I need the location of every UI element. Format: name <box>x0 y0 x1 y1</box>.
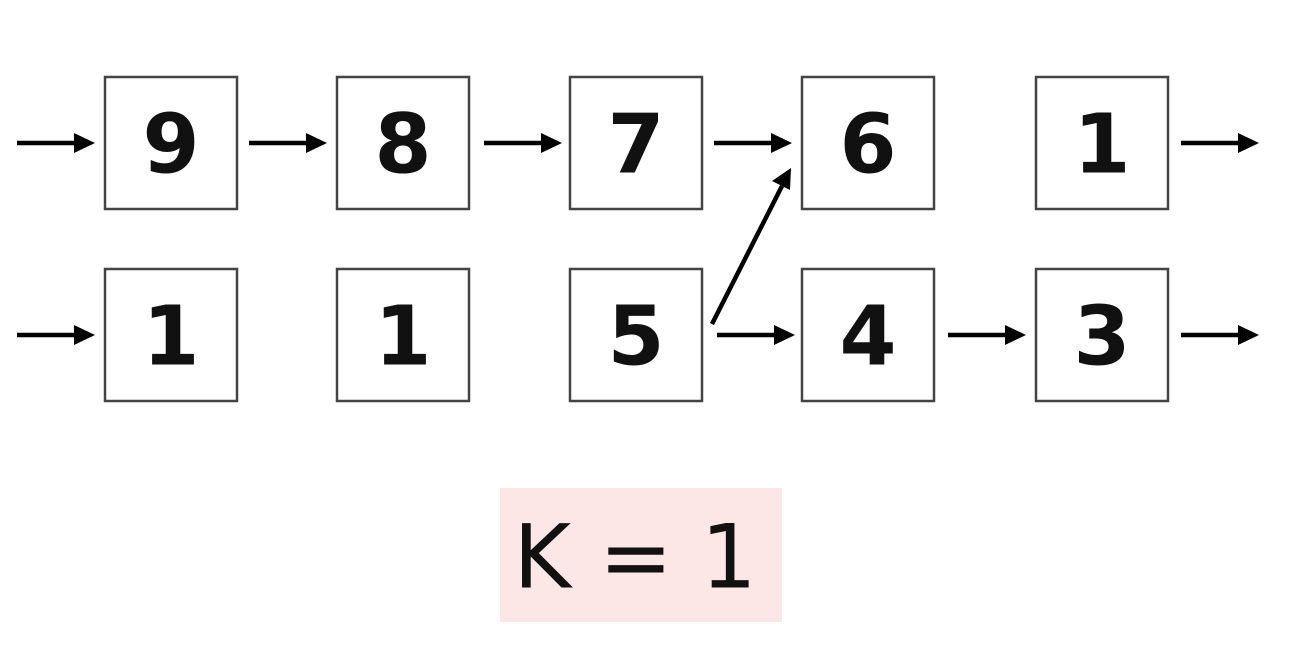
bottom-node-2: 1 <box>335 267 471 403</box>
top-node-5-label: 1 <box>1073 98 1130 193</box>
top-node-2-label: 8 <box>374 98 431 193</box>
top-node-3-label: 7 <box>607 98 664 193</box>
top-node-5: 1 <box>1034 75 1170 211</box>
bottom-node-1: 1 <box>103 267 239 403</box>
arrow-bottom-3-to-bottom-4 <box>717 325 795 345</box>
k-value-text: K = 1 <box>513 506 756 609</box>
arrow-bottom-3-to-top-4 <box>709 168 791 326</box>
arrow-in-to-bottom-1 <box>17 325 95 345</box>
bottom-node-4-label: 4 <box>839 290 896 385</box>
arrow-top-2-to-top-3 <box>484 133 562 153</box>
top-node-1: 9 <box>103 75 239 211</box>
top-node-4: 6 <box>800 75 936 211</box>
bottom-node-1-label: 1 <box>142 290 199 385</box>
k-value-badge: K = 1 <box>500 488 782 622</box>
arrow-bottom-5-to-out <box>1181 325 1259 345</box>
bottom-node-5-label: 3 <box>1073 290 1130 385</box>
arrow-bottom-4-to-bottom-5 <box>948 325 1026 345</box>
bottom-node-5: 3 <box>1034 267 1170 403</box>
arrow-top-3-to-top-4 <box>714 133 792 153</box>
arrow-top-5-to-out <box>1181 133 1259 153</box>
bottom-node-2-label: 1 <box>374 290 431 385</box>
top-node-1-label: 9 <box>142 98 199 193</box>
bottom-node-3: 5 <box>568 267 704 403</box>
top-node-3: 7 <box>568 75 704 211</box>
arrow-in-to-top-1 <box>17 133 95 153</box>
bottom-node-4: 4 <box>800 267 936 403</box>
arrow-top-1-to-top-2 <box>249 133 327 153</box>
top-node-4-label: 6 <box>839 98 896 193</box>
top-node-2: 8 <box>335 75 471 211</box>
bottom-node-3-label: 5 <box>607 290 664 385</box>
